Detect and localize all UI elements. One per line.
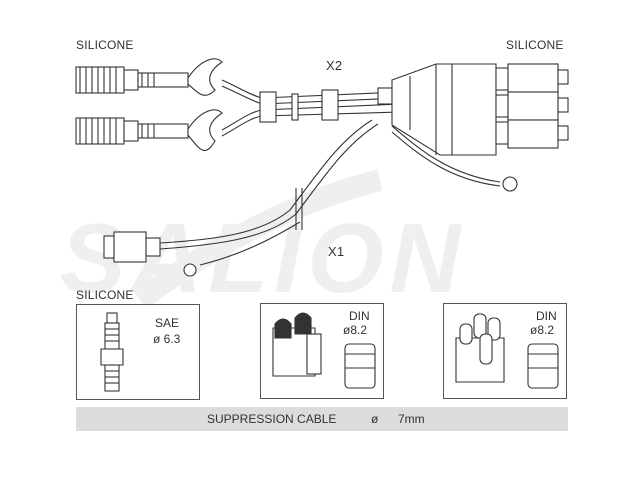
silicone-label-right: SILICONE bbox=[506, 38, 564, 52]
connector-size-sae: ø 6.3 bbox=[153, 332, 181, 346]
cable-diameter-value: 7mm bbox=[398, 412, 425, 426]
silicone-label-left: SILICONE bbox=[76, 38, 134, 52]
connector-type-din-1: DIN bbox=[349, 309, 370, 323]
connector-box-sae: SAE ø 6.3 bbox=[76, 304, 200, 400]
connector-size-din-1: ø8.2 bbox=[343, 323, 368, 337]
connector-box-din-1: DIN ø8.2 bbox=[260, 303, 384, 399]
suppression-cable-bar: SUPPRESSION CABLE ø 7mm bbox=[76, 407, 568, 431]
spark-plug-boot-1 bbox=[75, 66, 189, 94]
ring-terminal-right bbox=[502, 176, 518, 192]
quantity-x1-label: X1 bbox=[328, 244, 345, 259]
distributor-cap-side-view bbox=[391, 63, 569, 156]
connector-size-din-2: ø8.2 bbox=[530, 323, 555, 337]
connector-type-sae: SAE bbox=[155, 316, 180, 330]
connector-box-din-2: DIN ø8.2 bbox=[443, 303, 567, 399]
connector-type-din-2: DIN bbox=[536, 309, 557, 323]
cable-type-label: SUPPRESSION CABLE bbox=[207, 412, 337, 426]
quantity-x2-label: X2 bbox=[326, 58, 343, 73]
silicone-label-bottom: SILICONE bbox=[76, 288, 134, 302]
diameter-symbol: ø bbox=[371, 412, 379, 426]
spark-plug-boot-2 bbox=[75, 117, 189, 145]
coil-lead-plug bbox=[103, 231, 161, 263]
ring-terminal-left bbox=[183, 263, 197, 277]
